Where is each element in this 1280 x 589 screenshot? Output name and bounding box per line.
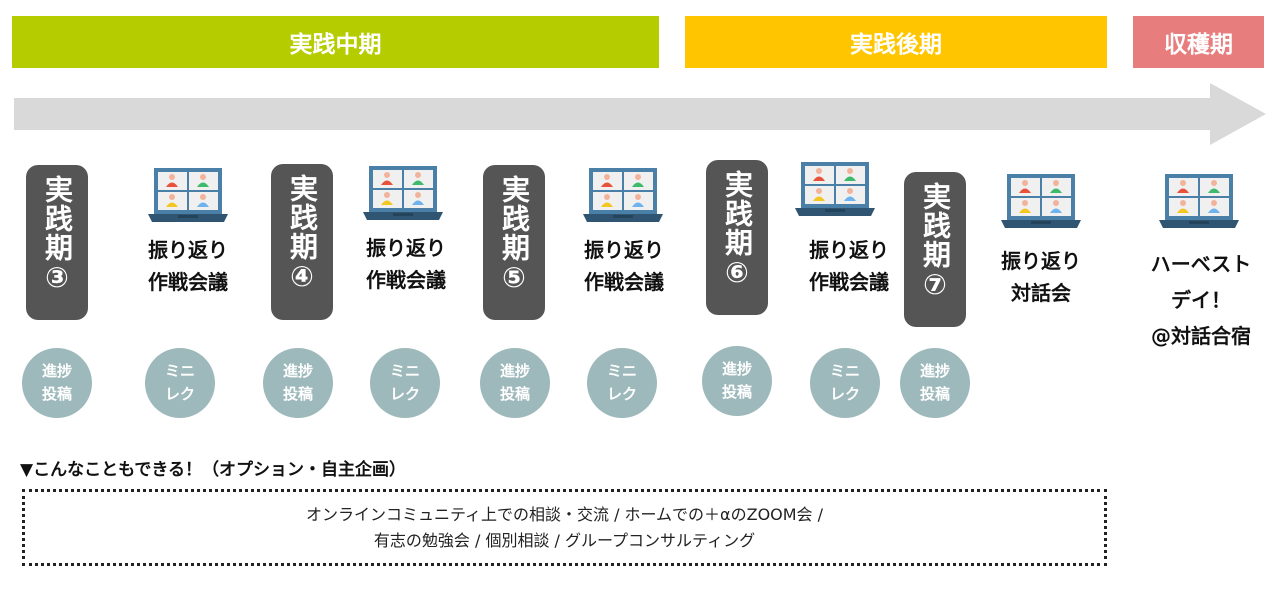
mini-lecture-circle: ミニレク bbox=[810, 348, 880, 418]
progress-post-circle: 進捗投稿 bbox=[263, 348, 333, 418]
video-call-laptop-icon bbox=[363, 166, 443, 222]
phase-banner-late: 実践後期 bbox=[685, 16, 1107, 68]
progress-post-circle: 進捗投稿 bbox=[702, 346, 772, 416]
meeting-label: 振り返り対話会 bbox=[1001, 249, 1081, 305]
progress-post-circle: 進捗投稿 bbox=[22, 348, 92, 418]
progress-post-circle: 進捗投稿 bbox=[900, 348, 970, 418]
phase-banner-harvest: 収穫期 bbox=[1133, 16, 1264, 68]
period-number: ③ bbox=[45, 261, 69, 294]
meeting-label: 振り返り作戦会議 bbox=[809, 238, 889, 294]
mini-lecture-circle: ミニレク bbox=[370, 348, 440, 418]
meeting-label: 振り返り作戦会議 bbox=[584, 238, 664, 294]
video-call-laptop-icon bbox=[583, 168, 663, 224]
video-call-laptop-icon bbox=[1001, 174, 1081, 230]
options-heading: ▼こんなこともできる！（オプション・自主企画） bbox=[20, 460, 407, 480]
period-label: 実践期 bbox=[919, 182, 952, 269]
options-line-1: オンラインコミュニティ上での相談・交流 / ホームでの＋αのZOOM会 / bbox=[305, 504, 824, 524]
mini-lecture-circle: ミニレク bbox=[145, 348, 215, 418]
video-call-laptop-icon bbox=[795, 162, 875, 218]
period-label: 実践期 bbox=[498, 175, 531, 262]
harvest-day-label: ハーベストデイ！@対話合宿 bbox=[1150, 252, 1252, 348]
phase-banner-mid: 実践中期 bbox=[12, 16, 659, 68]
mini-lecture-circle: ミニレク bbox=[587, 348, 657, 418]
period-label: 実践期 bbox=[721, 170, 754, 257]
options-box: オンラインコミュニティ上での相談・交流 / ホームでの＋αのZOOM会 / 有志… bbox=[22, 489, 1107, 566]
period-number: ⑦ bbox=[923, 268, 947, 301]
period-label: 実践期 bbox=[286, 174, 319, 261]
period-number: ⑤ bbox=[502, 261, 526, 294]
video-call-laptop-icon bbox=[148, 168, 228, 224]
period-number: ⑥ bbox=[725, 256, 749, 289]
video-call-laptop-icon bbox=[1159, 174, 1239, 230]
options-line-2: 有志の勉強会 / 個別相談 / グループコンサルティング bbox=[373, 530, 756, 550]
progress-post-circle: 進捗投稿 bbox=[480, 348, 550, 418]
period-label: 実践期 bbox=[41, 175, 74, 262]
meeting-label: 振り返り作戦会議 bbox=[148, 238, 228, 294]
meeting-label: 振り返り作戦会議 bbox=[366, 236, 446, 292]
period-number: ④ bbox=[290, 260, 314, 293]
timeline-arrow bbox=[14, 83, 1266, 145]
